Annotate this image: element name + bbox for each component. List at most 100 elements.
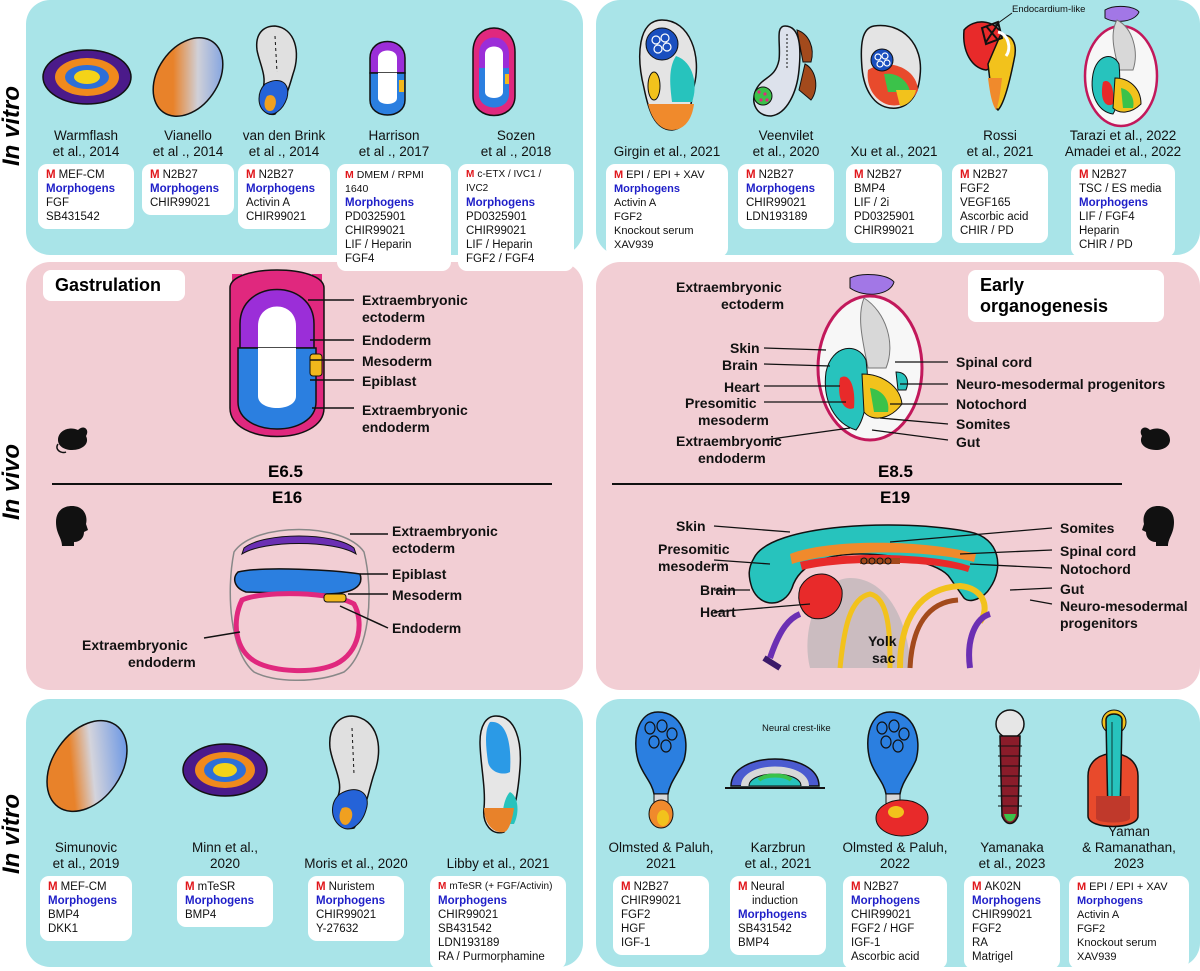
libby-illustration: [479, 715, 522, 834]
model-title: Yamanaka: [980, 840, 1044, 855]
label-h-epiblast: Epiblast: [392, 566, 447, 582]
van-den-brink-illustration: [255, 25, 298, 116]
model-title-line2: Amadei et al., 2022: [1064, 144, 1182, 159]
morphogen-item: Ascorbic acid: [851, 951, 920, 963]
label-extraembryonic-ectoderm-line1: Extraembryonic: [362, 292, 468, 308]
model-title: Sozen: [496, 128, 536, 143]
medium: N2B27: [1091, 169, 1127, 181]
model-title-line2: 2021: [645, 856, 677, 871]
morphogen-item: IGF-1: [851, 937, 881, 949]
model-title: van den Brink: [242, 128, 326, 143]
morphogen-item: CHIR99021: [466, 225, 527, 237]
label-extraembryonic-endoderm-line2: endoderm: [362, 419, 430, 435]
morphogens-heading: Morphogens: [972, 895, 1041, 907]
morphogen-item: XAV939: [1077, 951, 1117, 963]
model-title-line3: 2023: [1113, 856, 1145, 871]
morphogen-item: SB431542: [738, 923, 792, 935]
morphogen-item: CHIR99021: [316, 909, 377, 921]
morphogens-heading: Morphogens: [738, 909, 807, 921]
morphogen-item: CHIR99021: [150, 197, 211, 209]
morphogen-item: FGF2 / FGF4: [466, 253, 535, 265]
morphogen-item: FGF2 / HGF: [851, 923, 915, 935]
medium: N2B27: [258, 169, 294, 181]
model-title-line2: et al ., 2017: [358, 144, 430, 159]
model-title: Girgin et al., 2021: [613, 144, 721, 159]
label-o-extraembryonic-endoderm-line1: Extraembryonic: [676, 433, 782, 449]
morphogen-item: CHIR99021: [972, 909, 1033, 921]
morphogen-item: CHIR99021: [621, 895, 682, 907]
label-extraembryonic-ectoderm-line2: ectoderm: [362, 309, 426, 325]
label-o-extraembryonic-ectoderm-line1: Extraembryonic: [676, 279, 782, 295]
mouse-e65-pointers: [308, 299, 354, 409]
medium: N2B27: [972, 169, 1008, 181]
neural-crest-like-label: Neural crest-like: [762, 723, 831, 734]
morphogen-item: CHIR / PD: [960, 225, 1014, 237]
morphogen-item: FGF: [46, 197, 69, 209]
model-title-line2: et al ., 2014: [248, 144, 320, 159]
morphogen-item: PD0325901: [854, 211, 915, 223]
model-title: Vianello: [164, 128, 212, 143]
model-title: Libby et al., 2021: [446, 856, 550, 871]
morphogen-item: LIF / Heparin: [466, 239, 533, 251]
label-h-presomitic-line2: mesoderm: [658, 558, 729, 574]
morphogens-heading: Morphogens: [46, 183, 115, 195]
medium: N2B27: [633, 881, 669, 893]
morphogens-heading: Morphogens: [185, 895, 254, 907]
human-e19-pointers: [713, 525, 1053, 613]
label-h-presomitic-line1: Presomitic: [658, 541, 730, 557]
morphogen-item: Heparin: [1079, 225, 1120, 237]
morphogen-item: BMP4: [185, 909, 217, 921]
morphogen-item: XAV939: [614, 239, 654, 251]
morphogen-item: TSC / ES media: [1079, 183, 1162, 195]
morphogen-item: LDN193189: [746, 211, 808, 223]
label-h-extraembryonic-endoderm-line2: endoderm: [128, 654, 196, 670]
label-h-extraembryonic-endoderm-line1: Extraembryonic: [82, 637, 188, 653]
model-title-line2: & Ramanathan,: [1082, 840, 1176, 855]
vianello-illustration: [152, 37, 224, 117]
medium: mTeSR: [197, 881, 236, 893]
human-e16-pointers: [203, 533, 389, 639]
morphogen-item: BMP4: [738, 937, 770, 949]
label-endoderm: Endoderm: [362, 332, 432, 348]
morphogen-item: BMP4: [48, 909, 80, 921]
morphogen-item: CHIR99021: [746, 197, 807, 209]
morphogens-heading: Morphogens: [851, 895, 920, 907]
stage-e85: E8.5: [878, 462, 913, 481]
label-h-extraembryonic-ectoderm-line1: Extraembryonic: [392, 523, 498, 539]
minn-illustration: [182, 743, 268, 797]
morphogen-item: Matrigel: [972, 951, 1013, 963]
model-title: Olmsted & Paluh,: [842, 840, 948, 855]
medium: EPI / EPI + XAV: [1089, 881, 1168, 893]
side-label-in-vivo: In vivo: [0, 443, 25, 521]
morphogens-heading: Morphogens: [150, 183, 219, 195]
morphogen-item: RA / Purmorphamine: [438, 951, 545, 963]
mouse-e65-embryo: [229, 269, 325, 438]
morphogens-heading: Morphogens: [316, 895, 385, 907]
model-title: Warmflash: [53, 128, 118, 143]
label-o-nmp: Neuro-mesodermal progenitors: [956, 376, 1166, 392]
medium: N2B27: [758, 169, 794, 181]
label-o-skin: Skin: [730, 340, 760, 356]
morphogen-item: CHIR99021: [854, 225, 915, 237]
morphogen-item: FGF2: [1077, 923, 1106, 935]
morphogen-item: FGF4: [345, 253, 375, 265]
label-h-mesoderm: Mesoderm: [392, 587, 463, 603]
morphogens-heading: Morphogens: [345, 197, 414, 209]
label-o-extraembryonic-endoderm-line2: endoderm: [698, 450, 766, 466]
rossi-illustration: [963, 20, 1016, 111]
